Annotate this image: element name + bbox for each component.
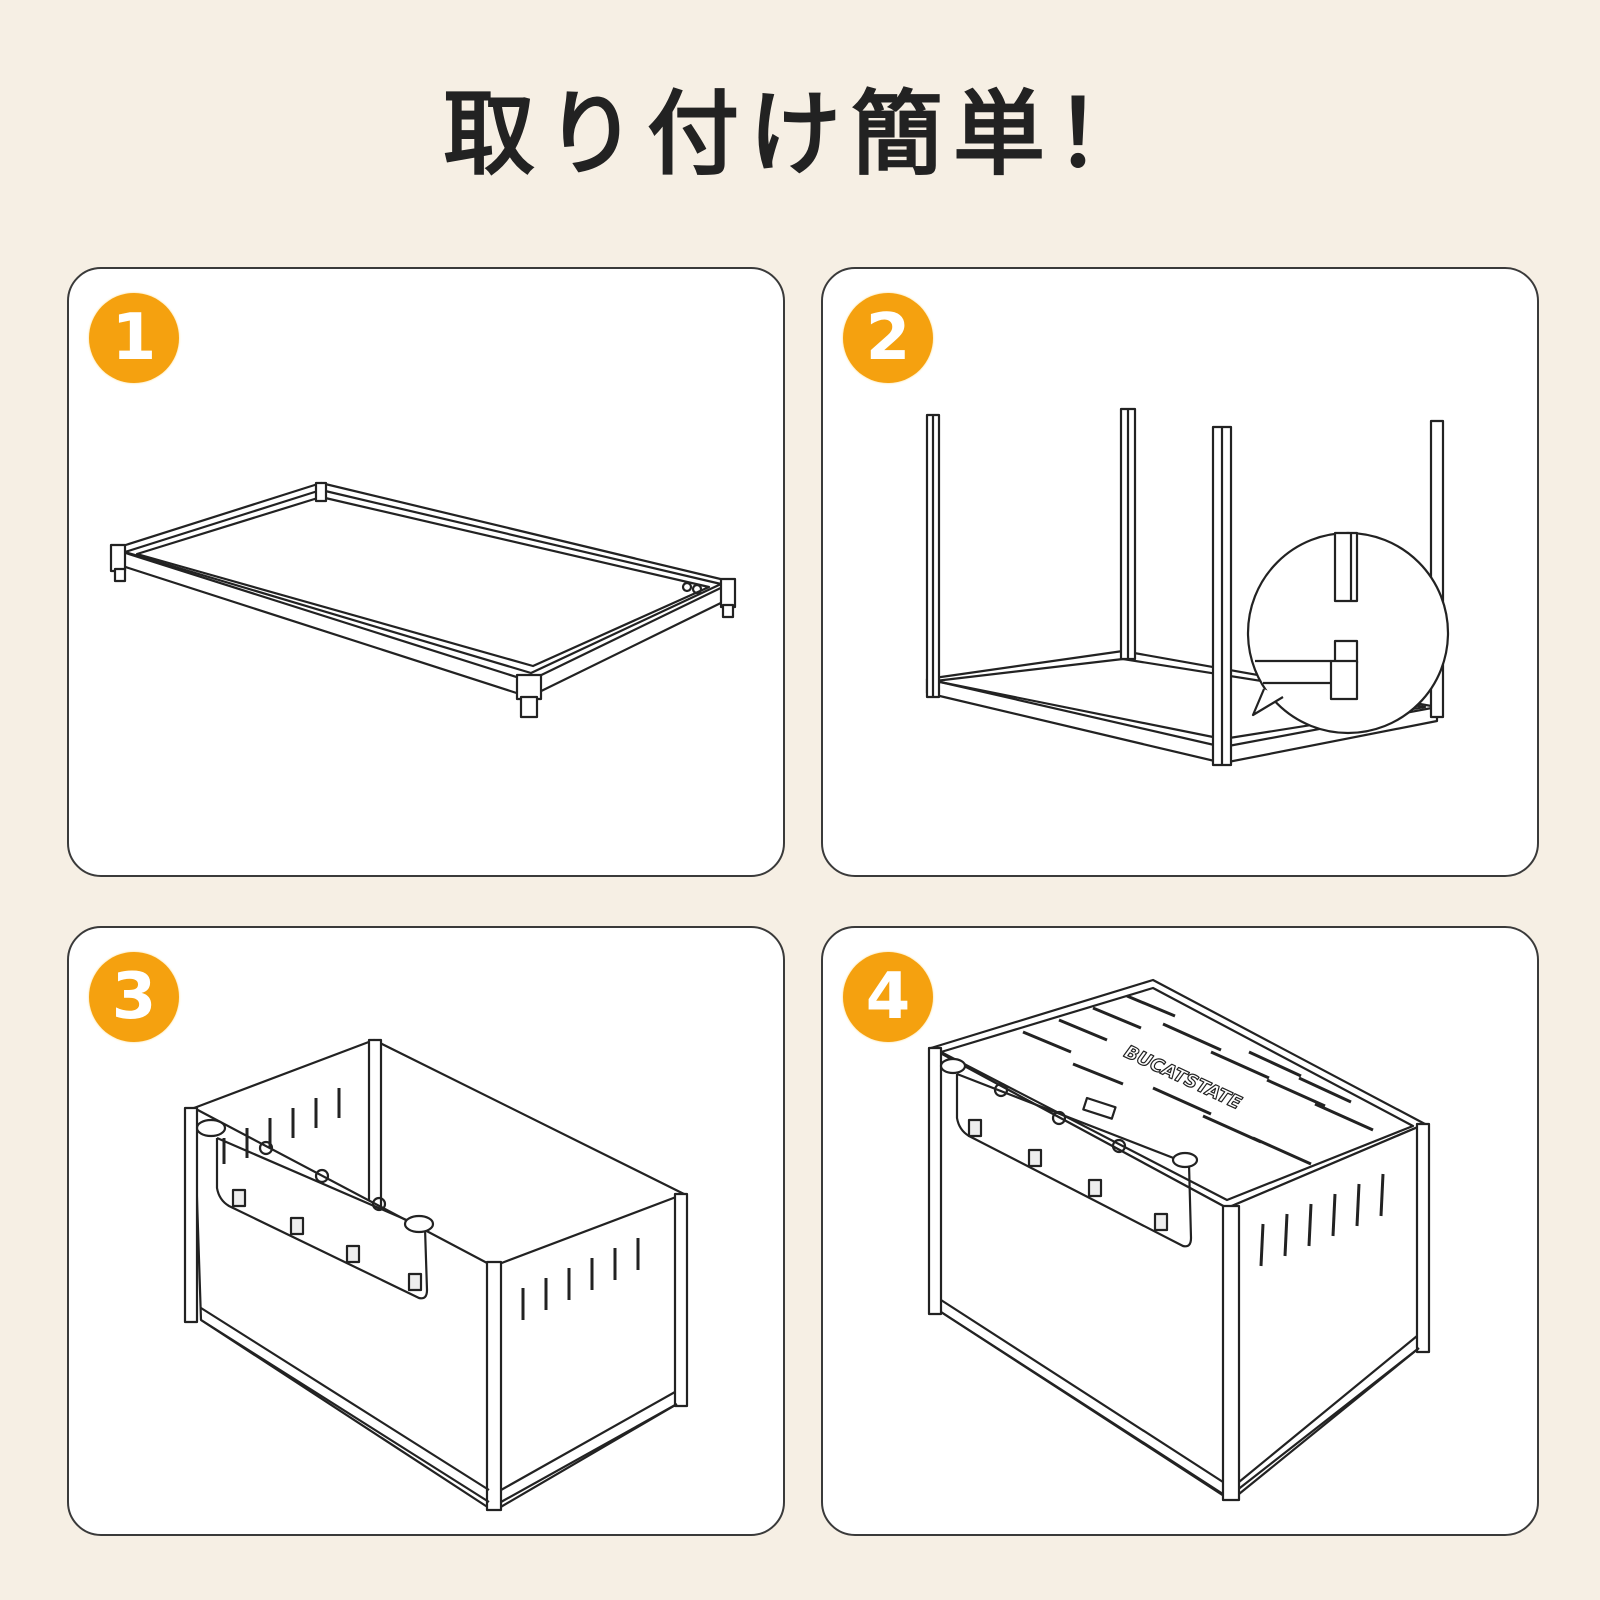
step-number-badge: 1 (89, 293, 179, 383)
step-number-badge: 2 (843, 293, 933, 383)
step-card-1: 1 (67, 267, 785, 877)
step-card-3: 3 (67, 926, 785, 1536)
base-frame-illustration (69, 269, 783, 875)
step-card-4: BUCATSTATE 4 (821, 926, 1539, 1536)
assembled-crate-illustration: BUCATSTATE (823, 928, 1537, 1534)
step-card-2: 2 (821, 267, 1539, 877)
corner-posts-illustration (823, 269, 1537, 875)
step-number-badge: 4 (843, 952, 933, 1042)
side-panels-illustration (69, 928, 783, 1534)
step-number-badge: 3 (89, 952, 179, 1042)
page-title: 取り付け簡単！ (442, 81, 1157, 188)
